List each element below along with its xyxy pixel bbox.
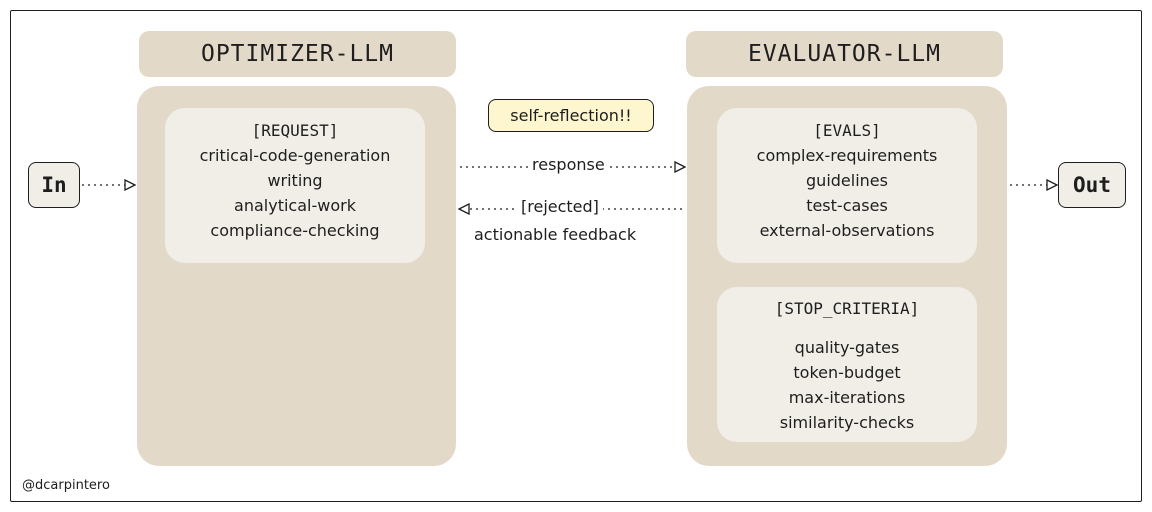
response-label: response (528, 155, 609, 174)
rejected-label: [rejected] (517, 197, 603, 216)
stop-criteria-card: [STOP_CRITERIA] quality-gates token-budg… (717, 287, 977, 442)
request-item: critical-code-generation (199, 146, 391, 165)
evals-header: [EVALS] (813, 121, 881, 140)
diagram-frame (10, 10, 1142, 502)
stop-criteria-item: similarity-checks (779, 413, 915, 432)
evals-item: complex-requirements (756, 146, 938, 165)
input-node: In (28, 162, 80, 208)
evals-item: external-observations (759, 221, 935, 240)
request-item: writing (267, 171, 323, 190)
stop-criteria-item: max-iterations (788, 388, 906, 407)
optimizer-title: OPTIMIZER-LLM (139, 31, 456, 77)
feedback-label: actionable feedback (474, 225, 637, 244)
evals-item: test-cases (806, 196, 888, 215)
evals-card: [EVALS] complex-requirements guidelines … (717, 108, 977, 263)
request-item: compliance-checking (210, 221, 380, 240)
author-credit: @dcarpintero (22, 478, 110, 493)
request-card: [REQUEST] critical-code-generation writi… (165, 108, 425, 263)
evaluator-title: EVALUATOR-LLM (686, 31, 1003, 77)
stop-criteria-item: quality-gates (794, 338, 900, 357)
stop-criteria-header: [STOP_CRITERIA] (774, 299, 920, 318)
output-node: Out (1058, 162, 1126, 208)
request-header: [REQUEST] (251, 121, 339, 140)
request-item: analytical-work (234, 196, 356, 215)
evals-item: guidelines (806, 171, 888, 190)
self-reflection-note: self-reflection!! (488, 99, 654, 132)
stop-criteria-item: token-budget (793, 363, 901, 382)
